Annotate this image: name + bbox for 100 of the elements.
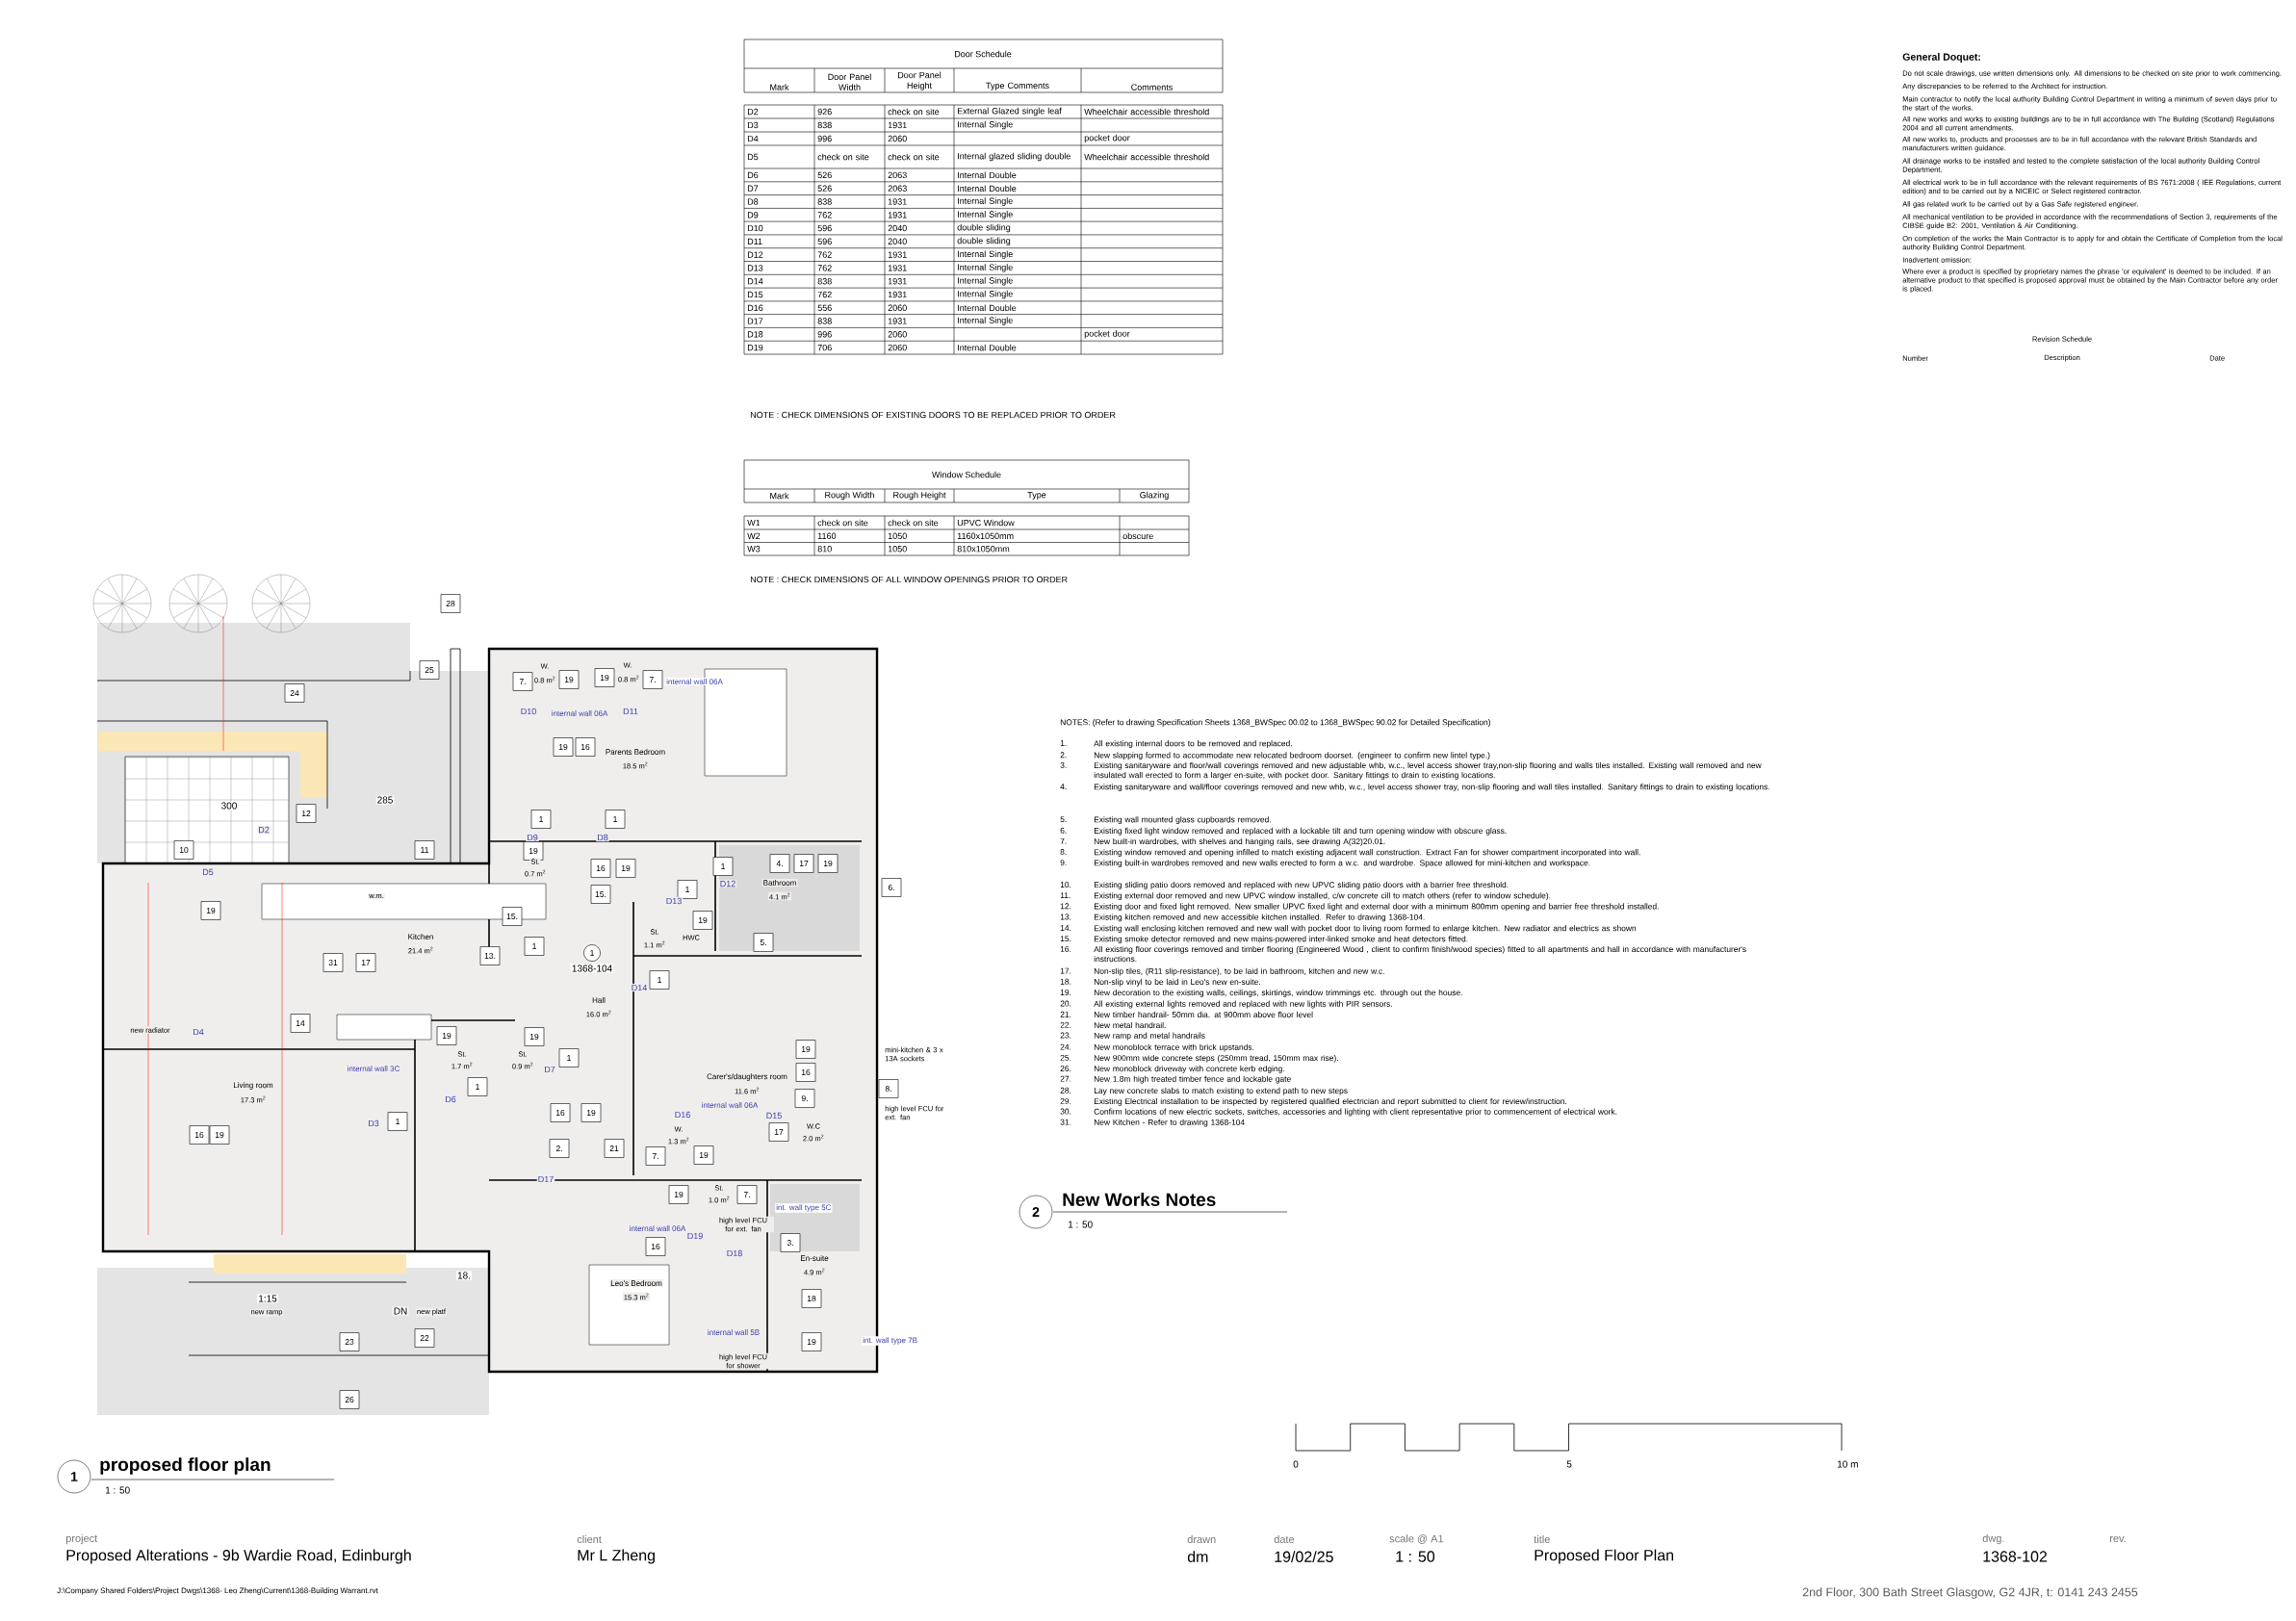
tag-box: 16: [550, 1103, 571, 1122]
column-header: Rough Width: [825, 491, 874, 501]
tag-box: 10: [173, 840, 194, 860]
door-mark: D13: [664, 896, 684, 906]
list-item: Non-slip tiles, (R11 slip-resistance), to be laid in bathroom, kitchen and new w.c.: [1094, 967, 1384, 976]
tag-box: 13.: [479, 946, 501, 965]
table-cell: D7: [747, 185, 759, 192]
tag-box: 19: [558, 670, 580, 689]
table-cell: 1050: [888, 546, 907, 553]
table-cell: Internal Double: [958, 304, 1017, 312]
table-cell: 1931: [888, 121, 907, 129]
table-cell: Wheelchair accessible threshold: [1084, 108, 1209, 116]
table-cell: D2: [747, 108, 759, 116]
table-cell: 762: [817, 265, 832, 271]
table-cell: 526: [817, 185, 832, 192]
tag-box: 19: [436, 1026, 457, 1045]
table-title: Window Schedule: [932, 471, 1001, 478]
list-item: New monoblock driveway with concrete kerb edging.: [1094, 1066, 1284, 1073]
column-header: Door Panel Height: [898, 71, 942, 90]
list-item: Lay new concrete slabs to match existing to extend path to new steps: [1094, 1087, 1348, 1095]
list-number: 7.: [1060, 837, 1067, 844]
table-cell: Internal Single: [958, 211, 1013, 219]
view-title: proposed floor plan: [100, 1457, 271, 1475]
table-cell: Internal Single: [958, 277, 1013, 286]
tag-box: 2.: [549, 1139, 570, 1158]
view-scale: 1 : 50: [1069, 1221, 1093, 1228]
table-cell: 526: [817, 171, 832, 179]
tag-box: 19: [594, 668, 615, 687]
tag-box: 1: [387, 1112, 408, 1131]
table-cell: 996: [817, 331, 832, 338]
tag-box: 16: [590, 859, 611, 878]
door-mark: D7: [543, 1065, 556, 1074]
table-cell: check on site: [817, 519, 868, 527]
door-mark: D8: [596, 833, 609, 842]
wall-note: int. wall type 7B: [862, 1336, 918, 1346]
tag-box: 1: [605, 810, 626, 829]
tag-box: 19: [580, 1103, 602, 1122]
list-item: New ramp and metal handrails: [1094, 1032, 1205, 1041]
tag-box: 19: [200, 901, 221, 920]
list-number: 9.: [1060, 860, 1067, 866]
list-item: Existing wall enclosing kitchen removed and new wall with pocket door to living room formed to enlarge kitchen. New radiator and electrics as shown: [1094, 925, 1637, 933]
list-number: 22.: [1060, 1021, 1071, 1028]
table-cell: D5: [747, 153, 759, 161]
tag-box: 24: [284, 683, 305, 703]
table-cell: pocket door: [1084, 330, 1130, 339]
tag-box: 7.: [645, 1146, 666, 1166]
heading: General Doquet:: [1902, 53, 1980, 63]
list-number: 6.: [1060, 827, 1067, 834]
tag-box: 5.: [753, 933, 774, 952]
table-cell: 810: [817, 546, 832, 553]
wall-note: internal wall 3C: [346, 1065, 401, 1072]
plan-text: 1:15: [257, 1294, 278, 1303]
table-cell: 926: [817, 108, 832, 116]
table-cell: 810x1050mm: [957, 546, 1010, 553]
list-item: Existing sanitaryware and wall/floor coverings removed and new whb, w.c., level access shower tray, non-slip flooring and wall tiles installed. Sanitary fittings to drain to existing locations.: [1094, 784, 1769, 792]
table-cell: 2060: [888, 135, 907, 142]
room-name: Living room: [232, 1081, 274, 1091]
list-item: Existing sliding patio doors removed and replaced with new UPVC sliding patio doors with a barrier free threshold.: [1094, 882, 1509, 889]
table-cell: 2063: [888, 185, 907, 192]
tag-box: 7.: [736, 1185, 758, 1204]
list-item: Existing door and fixed light removed. New smaller UPVC fixed light and external door with a minimum 800mm opening and barrier free threshold installed.: [1094, 903, 1659, 912]
field-label: client: [577, 1535, 602, 1544]
door-mark: D9: [526, 833, 539, 842]
tag-box: 25: [419, 660, 440, 680]
table-cell: pocket door: [1084, 134, 1130, 143]
door-mark: D18: [725, 1248, 744, 1258]
tag-box: 15.: [590, 885, 611, 904]
tag-box: 19: [524, 1027, 545, 1046]
door-mark: D12: [718, 879, 737, 888]
field-label: project: [65, 1533, 98, 1545]
table-cell: 706: [817, 344, 832, 351]
table-cell: 762: [817, 212, 832, 219]
list-number: 2.: [1060, 752, 1067, 759]
table-cell: W3: [747, 546, 761, 553]
table-cell: D3: [747, 121, 759, 129]
table-cell: 838: [817, 318, 832, 324]
room-name: Parents Bedroom: [604, 748, 667, 756]
table-cell: Internal Single: [958, 317, 1013, 325]
door-mark: D3: [367, 1119, 380, 1128]
note-text: NOTE : CHECK DIMENSIONS OF ALL WINDOW OPENINGS PRIOR TO ORDER: [750, 576, 1068, 583]
table-cell: 1931: [888, 278, 907, 285]
view-scale: 1 : 50: [105, 1486, 130, 1494]
tag-box: 16: [795, 1063, 816, 1082]
column-header: Mark: [770, 492, 789, 500]
plan-text: 1368-104: [570, 964, 614, 973]
scale-label: 0: [1293, 1460, 1299, 1468]
list-number: 10.: [1060, 882, 1071, 888]
list-item: New metal handrail.: [1094, 1021, 1166, 1029]
tag-box: 15.: [502, 907, 523, 926]
table-cell: W1: [747, 519, 761, 527]
tag-box: 8.: [878, 1079, 899, 1098]
table-cell: 1931: [888, 251, 907, 258]
list-item: New 1.8m high treated timber fence and lockable gate: [1094, 1075, 1291, 1084]
list-item: Existing wall mounted glass cupboards removed.: [1094, 816, 1271, 825]
tag-box: 1: [677, 880, 698, 899]
tag-box: 17: [768, 1122, 789, 1142]
table-cell: 1931: [888, 318, 907, 324]
table-cell: Internal glazed sliding double: [958, 152, 1071, 162]
list-item: New built-in wardrobes, with shelves and hanging rails, see drawing A(32)20.01.: [1094, 837, 1385, 846]
table-cell: D14: [747, 278, 763, 285]
